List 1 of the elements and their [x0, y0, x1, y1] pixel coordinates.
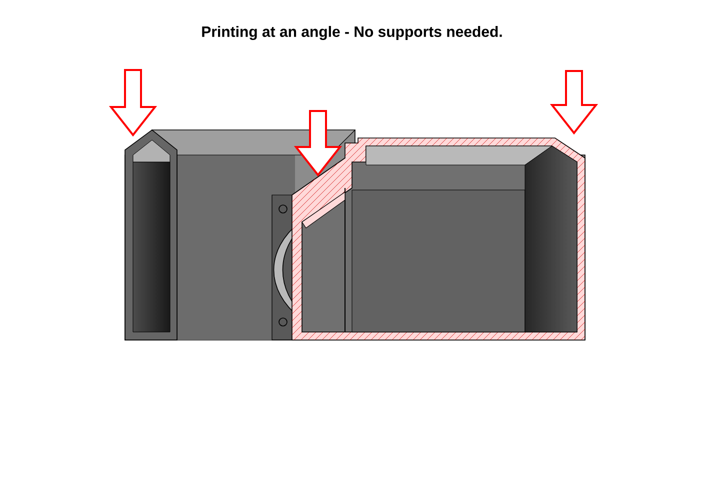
title: Printing at an angle - No supports needed.: [202, 26, 502, 40]
